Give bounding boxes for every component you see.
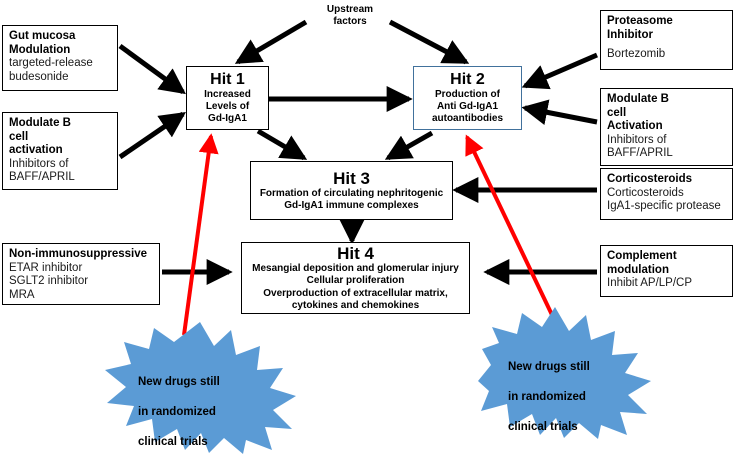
treatment-box-corticosteroids[interactable]: Corticosteroids Corticosteroids IgA1-spe…: [600, 168, 733, 220]
hit2-desc-line1: Production of: [435, 88, 500, 100]
modulate-b-left-detail-1: Inhibitors of: [9, 157, 69, 170]
hit-box-hit1[interactable]: Hit 1 Increased Levels of Gd-IgA1: [186, 66, 269, 130]
treatment-box-modulate-b-cell-right[interactable]: Modulate B cell Activation Inhibitors of…: [600, 88, 733, 166]
arrow-burstright-to-hit2: [465, 134, 555, 318]
modulate-b-right-title-line2: cell: [607, 106, 627, 119]
arrow-upstream-to-hit1: [234, 19, 308, 65]
complement-title-line1: Complement: [607, 250, 677, 262]
corticosteroids-detail-1: Corticosteroids: [607, 186, 684, 199]
burst-left-line3: clinical trials: [138, 435, 208, 448]
arrow-upstream-to-hit2: [388, 19, 470, 65]
corticosteroids-title: Corticosteroids: [607, 173, 692, 185]
arrow-gutmucosa-to-hit1: [118, 43, 186, 95]
burst-right-shape: [478, 307, 651, 439]
complement-title-line2: modulation: [607, 263, 669, 276]
modulate-b-left-title-line2: cell: [9, 130, 29, 143]
upstream-factors-line2: factors: [333, 16, 367, 27]
modulate-b-right-title-line3: Activation: [607, 120, 663, 133]
hit4-desc-line2: Cellular proliferation: [306, 275, 405, 287]
modulate-b-right-detail-2: BAFF/APRIL: [607, 147, 673, 160]
modulate-b-right-detail-1: Inhibitors of: [607, 133, 667, 146]
arrow-hit1-to-hit3: [256, 128, 308, 161]
modulate-b-left-title-line3: activation: [9, 144, 63, 157]
arrow-proteasome-to-hit2: [521, 52, 598, 90]
proteasome-title-line1: Proteasome: [607, 15, 673, 27]
hit2-name: Hit 2: [450, 70, 485, 88]
burst-right-text: New drugs still in randomized clinical t…: [508, 345, 638, 450]
callout-burst-left[interactable]: New drugs still in randomized clinical t…: [93, 320, 308, 454]
hit3-name: Hit 3: [333, 168, 370, 188]
modulate-b-left-detail-2: BAFF/APRIL: [9, 171, 75, 184]
burst-left-line1: New drugs still: [138, 375, 220, 388]
arrow-burstleft-to-hit1: [182, 133, 219, 336]
corticosteroids-detail-2: IgA1-specific protease: [607, 200, 721, 213]
hit3-desc-line2: Gd-IgA1 immune complexes: [284, 200, 419, 212]
gut-mucosa-detail-1: targeted-release: [9, 57, 93, 70]
hit4-desc-line1: Mesangial deposition and glomerular inju…: [252, 263, 459, 275]
treatment-box-gut-mucosa[interactable]: Gut mucosa Modulation targeted-release b…: [2, 25, 118, 91]
burst-left-text: New drugs still in randomized clinical t…: [138, 360, 268, 454]
hit1-desc-line3: Gd-IgA1: [208, 113, 247, 125]
callout-burst-right[interactable]: New drugs still in randomized clinical t…: [478, 305, 693, 439]
burst-right-line2: in randomized: [508, 390, 586, 403]
hit-box-hit4[interactable]: Hit 4 Mesangial deposition and glomerula…: [241, 242, 470, 314]
hit3-desc-line1: Formation of circulating nephritogenic: [259, 187, 444, 199]
hit2-desc-line2: Anti Gd-IgA1: [436, 100, 499, 112]
hit1-desc-line2: Levels of: [205, 100, 250, 112]
upstream-factors-line1: Upstream: [326, 4, 374, 15]
upstream-factors-label: Upstream factors: [300, 4, 400, 28]
gut-mucosa-detail-2: budesonide: [9, 70, 69, 83]
proteasome-detail-1: Bortezomib: [607, 48, 666, 61]
hit-box-hit3[interactable]: Hit 3 Formation of circulating nephritog…: [250, 161, 453, 220]
arrow-modulatebcellright-to-hit2: [521, 99, 598, 126]
gut-mucosa-title-line2: Modulation: [9, 43, 71, 56]
burst-right-line1: New drugs still: [508, 360, 590, 373]
burst-left-line2: in randomized: [138, 405, 216, 418]
gut-mucosa-title-line1: Gut mucosa: [9, 30, 76, 42]
modulate-b-left-title-line1: Modulate B: [9, 117, 71, 129]
treatment-box-complement-modulation[interactable]: Complement modulation Inhibit AP/LP/CP: [600, 245, 733, 297]
hit4-desc-line4: cytokines and chemokines: [291, 299, 420, 311]
hit4-name: Hit 4: [337, 244, 374, 264]
treatment-box-non-immunosuppressive[interactable]: Non-immunosuppressive ETAR inhibitor SGL…: [2, 243, 160, 305]
hit1-desc-line1: Increased: [204, 88, 251, 100]
hit1-name: Hit 1: [210, 70, 245, 88]
hit2-desc-line3: autoantibodies: [431, 113, 504, 125]
non-immuno-detail-2: SGLT2 inhibitor: [9, 275, 89, 288]
hit-box-hit2[interactable]: Hit 2 Production of Anti Gd-IgA1 autoant…: [413, 66, 522, 130]
arrow-modulatebcellleft-to-hit1: [118, 111, 187, 160]
non-immuno-detail-1: ETAR inhibitor: [9, 261, 83, 274]
arrow-hit2-to-hit3: [384, 130, 434, 161]
burst-left-shape: [105, 322, 296, 454]
non-immuno-detail-3: MRA: [9, 288, 35, 301]
proteasome-title-line2: Inhibitor: [607, 28, 653, 41]
hit4-desc-line3: Overproduction of extracellular matrix,: [263, 287, 448, 299]
non-immuno-title: Non-immunosuppressive: [9, 248, 148, 260]
burst-right-line3: clinical trials: [508, 420, 578, 433]
treatment-box-modulate-b-cell-left[interactable]: Modulate B cell activation Inhibitors of…: [2, 112, 118, 190]
treatment-box-proteasome-inhibitor[interactable]: Proteasome Inhibitor Bortezomib: [600, 10, 733, 70]
modulate-b-right-title-line1: Modulate B: [607, 93, 669, 105]
complement-detail-1: Inhibit AP/LP/CP: [607, 277, 693, 290]
